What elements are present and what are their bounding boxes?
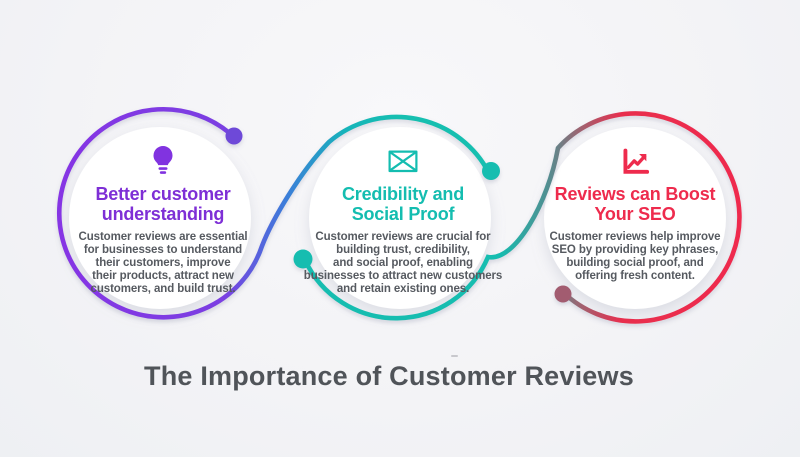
teal-start-dot-left	[293, 249, 313, 269]
purple-end-dot	[225, 127, 243, 145]
page-title: The Importance of Customer Reviews	[144, 361, 634, 391]
trend-chart-icon	[622, 148, 649, 174]
card-3-body: Customer reviews help improve SEO by pro…	[549, 230, 721, 282]
card-3-heading: Reviews can Boost Your SEO	[554, 184, 716, 225]
decorative-dash	[451, 355, 458, 357]
card-2-body: Customer reviews are crucial for buildin…	[303, 230, 503, 296]
info-card-better-customer-understanding: Better customer understanding Customer r…	[57, 141, 269, 296]
white-discs	[69, 127, 726, 309]
card-2-icon-box	[297, 141, 509, 177]
teal-end-dot-right	[482, 162, 500, 180]
info-card-reviews-boost-seo: Reviews can Boost Your SEO Customer revi…	[529, 141, 741, 283]
disc-3	[544, 127, 726, 309]
card-1-heading: Better customer understanding	[95, 184, 231, 225]
card-2-heading: Credibility and Social Proof	[341, 184, 465, 225]
card-1-body: Customer reviews are essential for busin…	[78, 230, 248, 296]
info-card-credibility-social-proof: Credibility and Social Proof Customer re…	[297, 141, 509, 296]
disc-2	[309, 127, 491, 309]
card-3-icon-box	[529, 141, 741, 177]
maroon-end-dot	[554, 285, 572, 303]
loop-path-purple-teal	[57, 106, 492, 320]
wave-strokes	[57, 106, 742, 324]
card-1-icon-box	[57, 141, 269, 177]
disc-1	[69, 127, 251, 309]
lightbulb-icon	[153, 145, 173, 174]
loop-path-teal-red	[302, 111, 742, 324]
envelope-icon	[388, 150, 418, 173]
